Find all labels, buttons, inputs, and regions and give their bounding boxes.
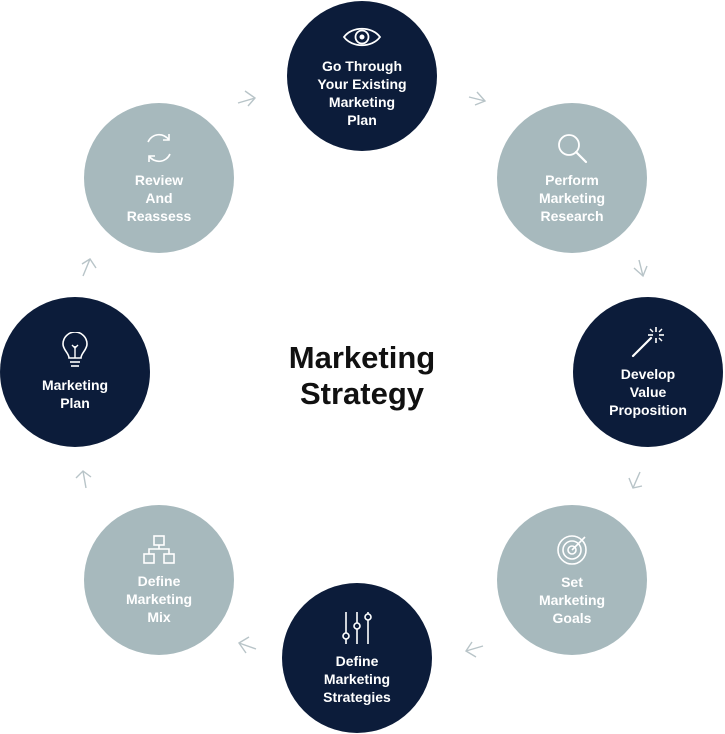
sliders-icon	[342, 612, 372, 644]
lightbulb-icon	[62, 332, 88, 367]
refresh-cycle-icon	[147, 133, 171, 163]
step-label: Define Marketing Strategies	[323, 653, 391, 705]
arrow-icon	[468, 91, 487, 106]
eye-icon	[342, 27, 382, 47]
step-review-reassess: Review And Reassess	[84, 103, 234, 253]
arrow-icon	[237, 636, 257, 654]
step-go-through-plan: Go Through Your Existing Marketing Plan	[287, 1, 437, 151]
arrow-icon	[237, 90, 257, 107]
step-set-goals: Set Marketing Goals	[497, 505, 647, 655]
step-perform-research: Perform Marketing Research	[497, 103, 647, 253]
step-define-strategies: Define Marketing Strategies	[282, 583, 432, 733]
step-label: Develop Value Proposition	[609, 366, 687, 418]
step-label: Marketing Plan	[41, 377, 109, 411]
step-develop-value-proposition: Develop Value Proposition	[573, 297, 723, 447]
step-label: Define Marketing Mix	[125, 573, 193, 625]
arrow-icon	[465, 641, 484, 658]
step-label: Review And Reassess	[126, 172, 192, 224]
step-label: Perform Marketing Research	[538, 172, 606, 224]
arrow-icon	[628, 471, 643, 489]
diagram-title: Marketing Strategy	[288, 340, 436, 411]
step-marketing-plan: Marketing Plan	[0, 297, 150, 447]
arrow-icon	[75, 470, 92, 489]
step-define-mix: Define Marketing Mix	[84, 505, 234, 655]
step-label: Go Through Your Existing Marketing Plan	[317, 58, 407, 128]
arrow-icon	[81, 258, 97, 277]
magnifier-icon	[558, 134, 588, 164]
arrow-icon	[633, 259, 648, 278]
magic-wand-icon	[631, 327, 664, 358]
step-label: Set Marketing Goals	[538, 574, 606, 626]
target-icon	[557, 535, 587, 565]
hierarchy-icon	[143, 535, 175, 564]
